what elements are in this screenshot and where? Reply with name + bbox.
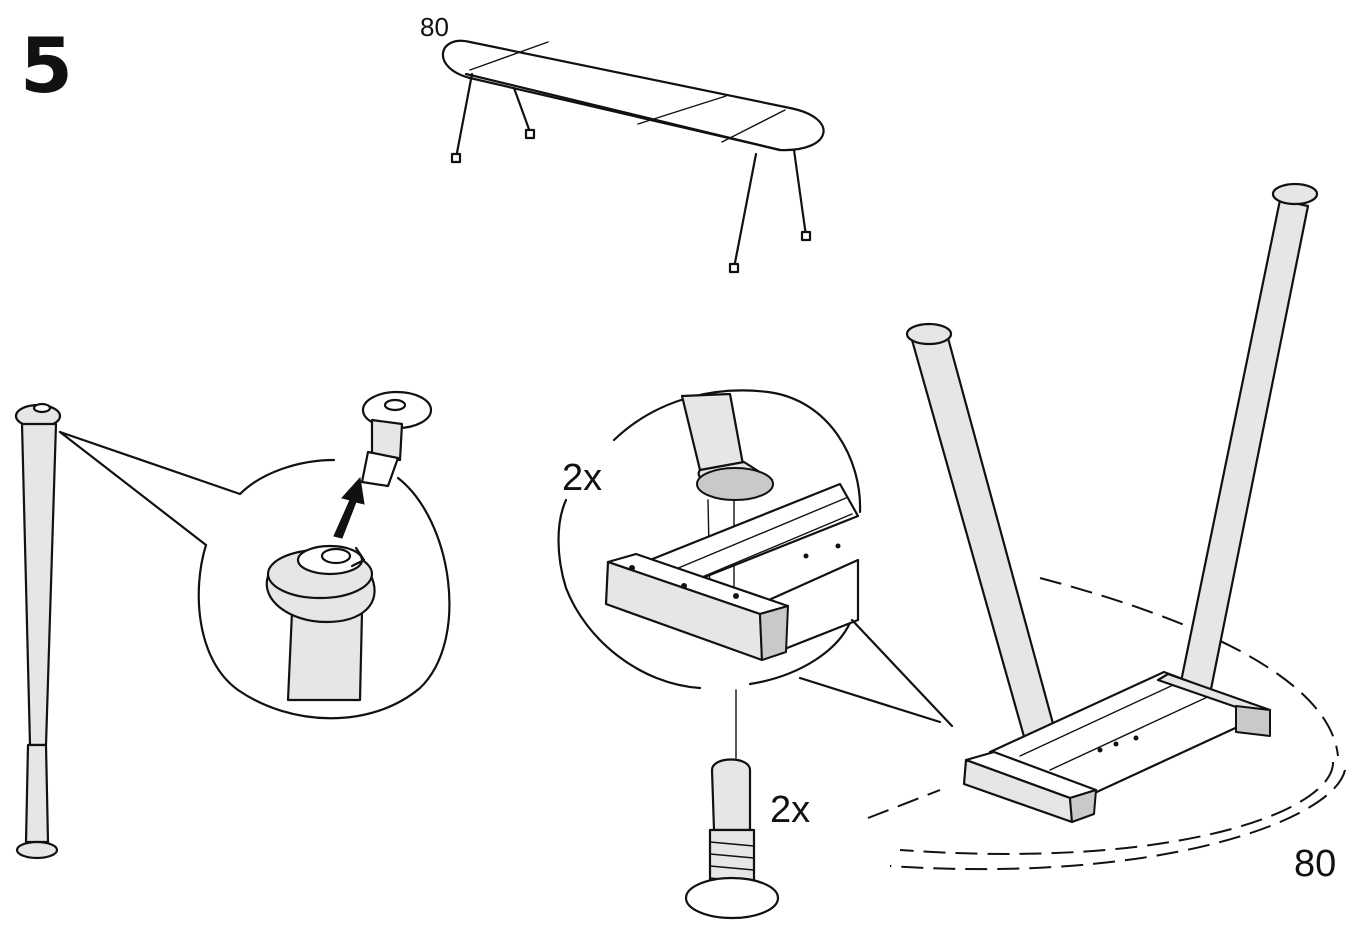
table-size-label: 80 (420, 12, 449, 42)
frame-assembly: 80 (867, 182, 1346, 885)
assembly-arrow-icon (333, 476, 365, 539)
bolt-quantity-label: 2x (770, 789, 810, 831)
leg-part (14, 402, 62, 860)
assembly-size-label: 80 (1294, 843, 1336, 885)
bolt-part: 2x (684, 758, 810, 920)
step-number: 5 (20, 21, 73, 110)
table-overview: 80 (420, 12, 825, 274)
glide-screw (360, 390, 433, 488)
frame-detail-callout: 2x (557, 389, 954, 759)
leg-detail-callout (58, 390, 451, 720)
leg-quantity-label: 2x (562, 457, 602, 499)
